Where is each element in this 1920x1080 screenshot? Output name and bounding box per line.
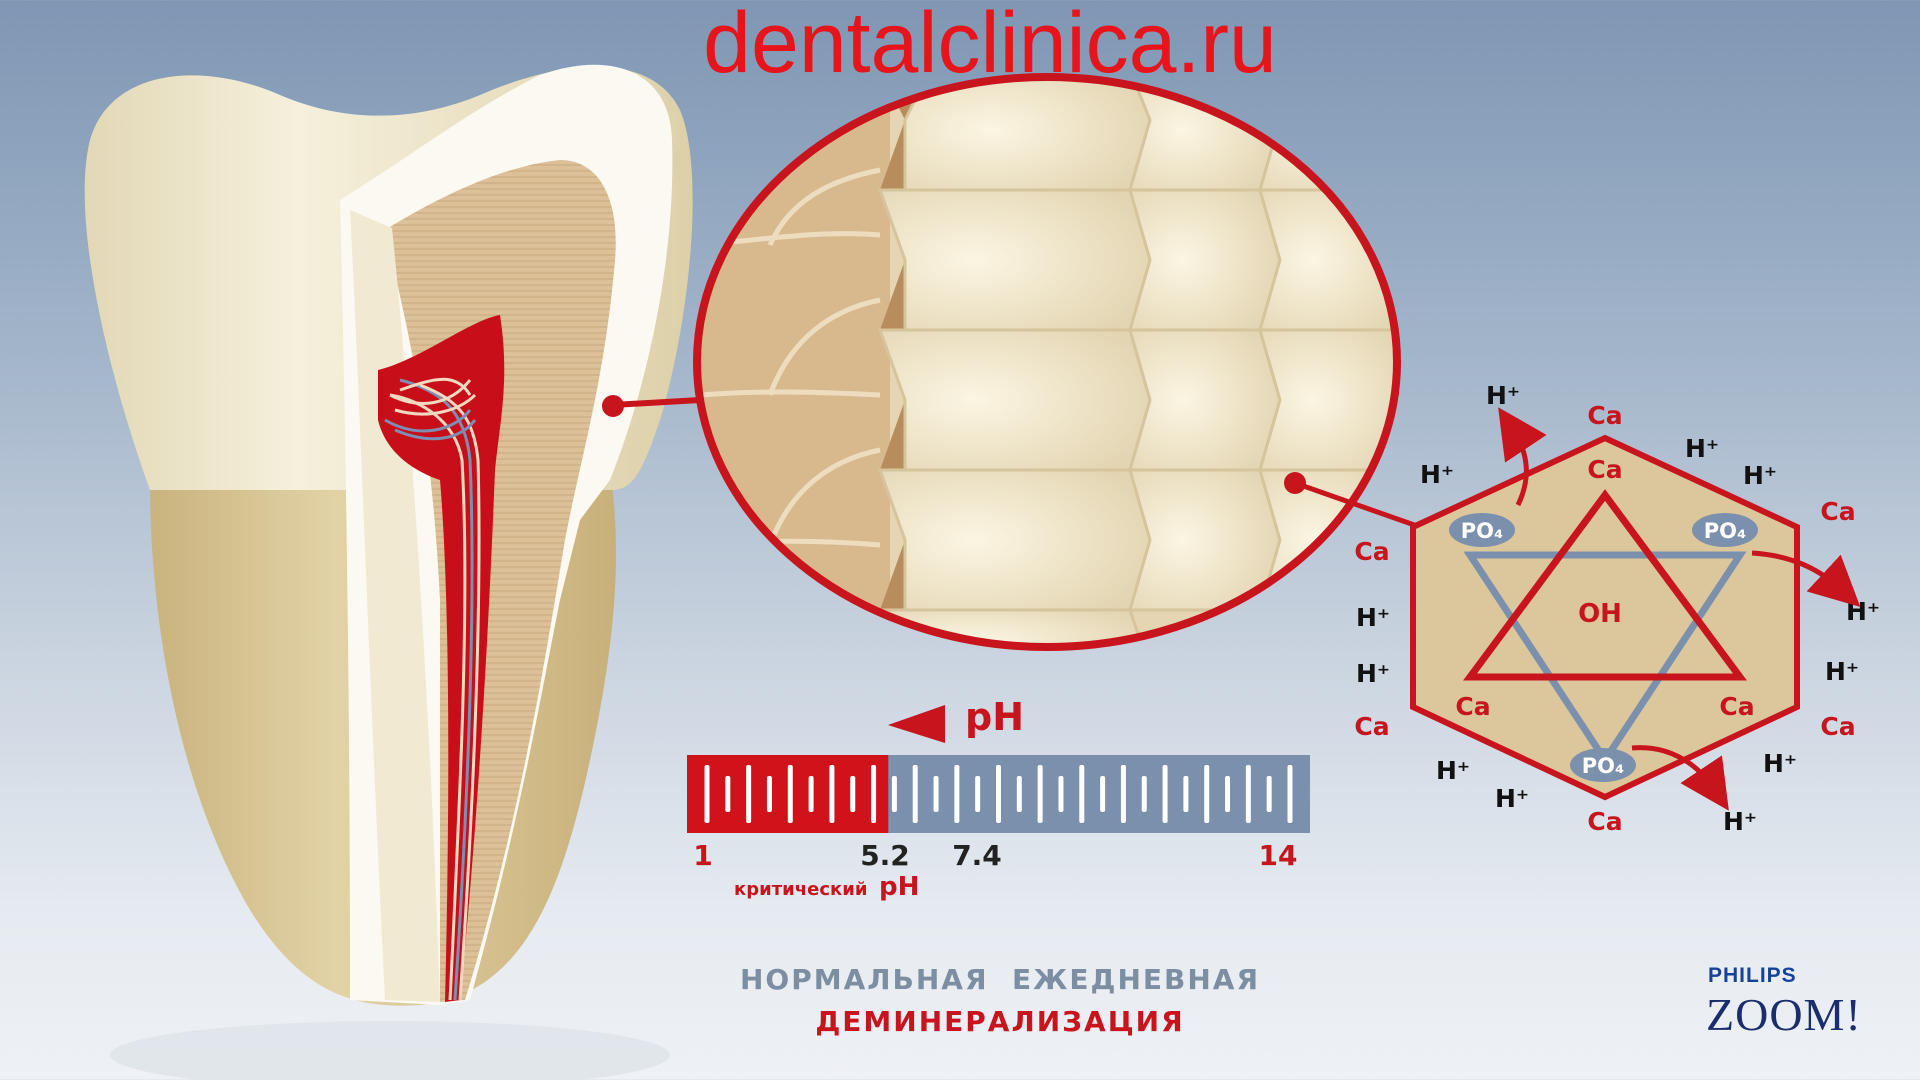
enamel-edge	[350, 210, 440, 1002]
ca-label: Ca	[1820, 497, 1855, 526]
hydroxyapatite-crystal: PO₄ PO₄ PO₄ OH Ca Ca Ca Ca Ca Ca Ca Ca C…	[1354, 381, 1880, 836]
ph-tick	[746, 765, 752, 823]
critical-ph-caption: критический pH	[734, 872, 919, 902]
ph-tick	[787, 765, 793, 823]
ph-tick	[766, 776, 772, 812]
po4-label: PO₄	[1582, 754, 1624, 778]
ph-tick	[1266, 776, 1272, 812]
ph-tick	[912, 765, 918, 823]
po4-label: PO₄	[1704, 519, 1746, 543]
caption-line-1: НОРМАЛЬНАЯ ЕЖЕДНЕВНАЯ	[739, 963, 1261, 996]
ph-tick	[933, 776, 939, 812]
lens-ring	[693, 73, 1401, 651]
ph-tick	[1183, 776, 1189, 812]
ph-tick	[954, 765, 960, 823]
ph-scale: pH 1 5.2 7.4 14 критический pH	[687, 695, 1310, 902]
pulp-chamber	[378, 315, 505, 1002]
hplus-label: H⁺	[1685, 434, 1719, 463]
tooth-shadow	[110, 1021, 670, 1080]
ph-direction-arrow	[888, 705, 945, 743]
crystal-origin-dot	[1284, 472, 1306, 494]
hplus-label: H⁺	[1846, 597, 1880, 626]
ph-tick	[725, 776, 731, 812]
hplus-label: H⁺	[1436, 756, 1470, 785]
hplus-label: H⁺	[1356, 659, 1390, 688]
ph-tick	[1079, 765, 1085, 823]
nerve-bundle	[384, 377, 481, 1001]
brand-philips-label: PHILIPS	[1708, 964, 1797, 987]
tooth-illustration	[84, 64, 693, 1006]
ph-tick	[1141, 776, 1147, 812]
ph-tick	[1162, 765, 1168, 823]
hplus-label: H⁺	[1356, 603, 1390, 632]
ph-max-label: 14	[1259, 839, 1298, 872]
hplus-label: H⁺	[1486, 381, 1520, 410]
crystal-connector	[1294, 480, 1421, 530]
hplus-label: H⁺	[1495, 784, 1529, 813]
ph-tick	[1037, 765, 1043, 823]
magnified-enamel-view	[693, 73, 1401, 651]
ph-tick	[996, 765, 1001, 823]
ph-tick	[1016, 776, 1022, 812]
ca-label: Ca	[1354, 537, 1389, 566]
ph-tick	[1225, 776, 1231, 812]
hplus-label: H⁺	[1743, 461, 1777, 490]
critical-ph-caption-suffix: pH	[879, 872, 919, 902]
ph-tick	[808, 776, 814, 812]
brand-zoom-logo: ZOOM!	[1706, 989, 1862, 1040]
ph-min-label: 1	[693, 839, 712, 872]
caption-line-2: ДЕМИНЕРАЛИЗАЦИЯ	[815, 1005, 1185, 1038]
zoom-connector	[612, 397, 701, 408]
zoom-origin-dot	[602, 395, 624, 417]
ph-tick	[1058, 776, 1064, 812]
ca-label: Ca	[1820, 712, 1855, 741]
ph-tick	[871, 765, 877, 823]
hplus-label: H⁺	[1723, 807, 1757, 836]
phosphate-triangle	[1463, 551, 1747, 767]
ca-label: Ca	[1587, 401, 1622, 430]
ph-critical-label: 5.2	[860, 839, 910, 872]
hplus-label: H⁺	[1420, 460, 1454, 489]
watermark-text: dentalclinica.ru	[703, 0, 1277, 91]
ph-tick	[850, 776, 856, 812]
ph-tick	[1120, 765, 1126, 823]
ca-label: Ca	[1354, 712, 1389, 741]
ph-tick	[704, 765, 710, 823]
ca-label: Ca	[1587, 455, 1622, 484]
hplus-label: H⁺	[1825, 657, 1859, 686]
ph-tick	[1100, 776, 1106, 812]
ca-label: Ca	[1587, 807, 1622, 836]
po4-ion-bottom: PO₄	[1570, 748, 1636, 782]
ph-arrow-label: pH	[965, 695, 1024, 739]
dentin-tubules-zone	[697, 77, 890, 647]
calcium-triangle	[1463, 489, 1747, 681]
ca-label: Ca	[1455, 692, 1490, 721]
oh-label: OH	[1578, 599, 1622, 629]
po4-ion-right: PO₄	[1692, 513, 1758, 547]
ph-tick	[1287, 765, 1293, 823]
ph-tick	[1204, 765, 1210, 823]
ph-tick	[829, 765, 835, 823]
po4-ion-left: PO₄	[1449, 513, 1515, 547]
hplus-label: H⁺	[1763, 749, 1797, 778]
critical-ph-caption-prefix: критический	[734, 879, 867, 900]
ph-neutral-label: 7.4	[952, 839, 1002, 872]
ion-release-arrows	[1498, 407, 1861, 811]
po4-label: PO₄	[1461, 519, 1503, 543]
ph-tick	[1245, 765, 1251, 823]
ph-tick	[975, 776, 981, 812]
ph-bar-acid	[687, 755, 889, 833]
ph-tick	[891, 776, 897, 812]
ca-label: Ca	[1719, 692, 1754, 721]
enamel-prisms	[877, 77, 1397, 647]
ph-scale-ticks	[704, 765, 1293, 823]
